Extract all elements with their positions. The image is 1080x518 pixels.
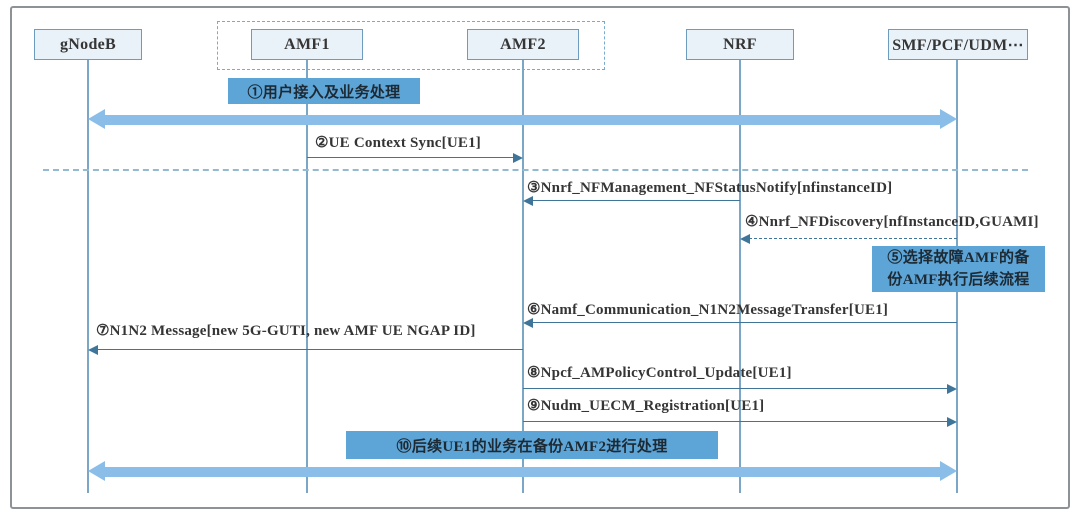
message-7-arrowhead: [88, 345, 98, 355]
step-5-text-line2: 份AMF执行后续流程: [887, 272, 1030, 288]
node-gnodeb-label: gNodeB: [59, 35, 117, 53]
node-smf-pcf-udm-label: SMF/PCF/UDM⋯: [892, 36, 1024, 54]
wide-arrow-bottom-left-head: [88, 461, 105, 481]
node-gnodeb: gNodeB: [34, 29, 142, 60]
message-4-line: [749, 238, 957, 239]
node-smf-pcf-udm: SMF/PCF/UDM⋯: [888, 29, 1028, 60]
step-10-text: ⑩后续UE1的业务在备份AMF2进行处理: [396, 438, 668, 455]
wide-arrow-bottom-right-head: [940, 461, 957, 481]
message-4-arrowhead: [740, 234, 750, 244]
message-8-text: ⑧Npcf_AMPolicyControl_Update[UE1]: [527, 365, 792, 381]
message-6-text: ⑥Namf_Communication_N1N2MessageTransfer[…: [527, 302, 889, 318]
step-1-label: ①用户接入及业务处理: [228, 78, 420, 104]
node-amf1-label: AMF1: [284, 35, 330, 53]
step-10-label: ⑩后续UE1的业务在备份AMF2进行处理: [346, 431, 718, 459]
wide-arrow-top-left-head: [88, 109, 105, 129]
step-5-text-line1: ⑤选择故障AMF的备: [887, 250, 1030, 266]
message-2-text: ②UE Context Sync[UE1]: [315, 135, 481, 151]
lifeline-nrf: [739, 60, 741, 493]
node-amf2: AMF2: [467, 29, 579, 60]
message-6-line: [532, 322, 957, 323]
message-9-line: [523, 421, 948, 422]
message-3-arrowhead: [523, 196, 533, 206]
message-3-text: ③Nnrf_NFManagement_NFStatusNotify[nfinst…: [527, 180, 893, 196]
step-5-label: ⑤选择故障AMF的备 份AMF执行后续流程: [872, 246, 1045, 292]
message-9-arrowhead: [947, 417, 957, 427]
message-2-arrowhead: [513, 153, 523, 163]
node-nrf-label: NRF: [723, 35, 757, 53]
lifeline-amf1: [306, 60, 308, 493]
message-8-arrowhead: [947, 384, 957, 394]
lifeline-gnodeb: [87, 60, 89, 493]
amf-group-dashed-box: [217, 21, 605, 70]
message-7-line: [97, 349, 523, 350]
message-7-text: ⑦N1N2 Message[new 5G-GUTI, new AMF UE NG…: [96, 323, 476, 339]
wide-arrow-top: [104, 115, 941, 125]
message-2-line: [307, 157, 514, 158]
wide-arrow-bottom: [104, 467, 941, 477]
node-amf2-label: AMF2: [500, 35, 546, 53]
node-nrf: NRF: [686, 29, 794, 60]
wide-arrow-top-right-head: [940, 109, 957, 129]
node-amf1: AMF1: [251, 29, 363, 60]
step-1-text: ①用户接入及业务处理: [247, 84, 401, 101]
message-3-line: [532, 200, 740, 201]
message-8-line: [523, 388, 948, 389]
message-6-arrowhead: [523, 318, 533, 328]
message-9-text: ⑨Nudm_UECM_Registration[UE1]: [527, 398, 765, 414]
phase-separator-line: [43, 169, 1028, 171]
lifeline-amf2: [522, 60, 524, 493]
message-4-text: ④Nnrf_NFDiscovery[nfInstanceID,GUAMI]: [745, 214, 1039, 230]
